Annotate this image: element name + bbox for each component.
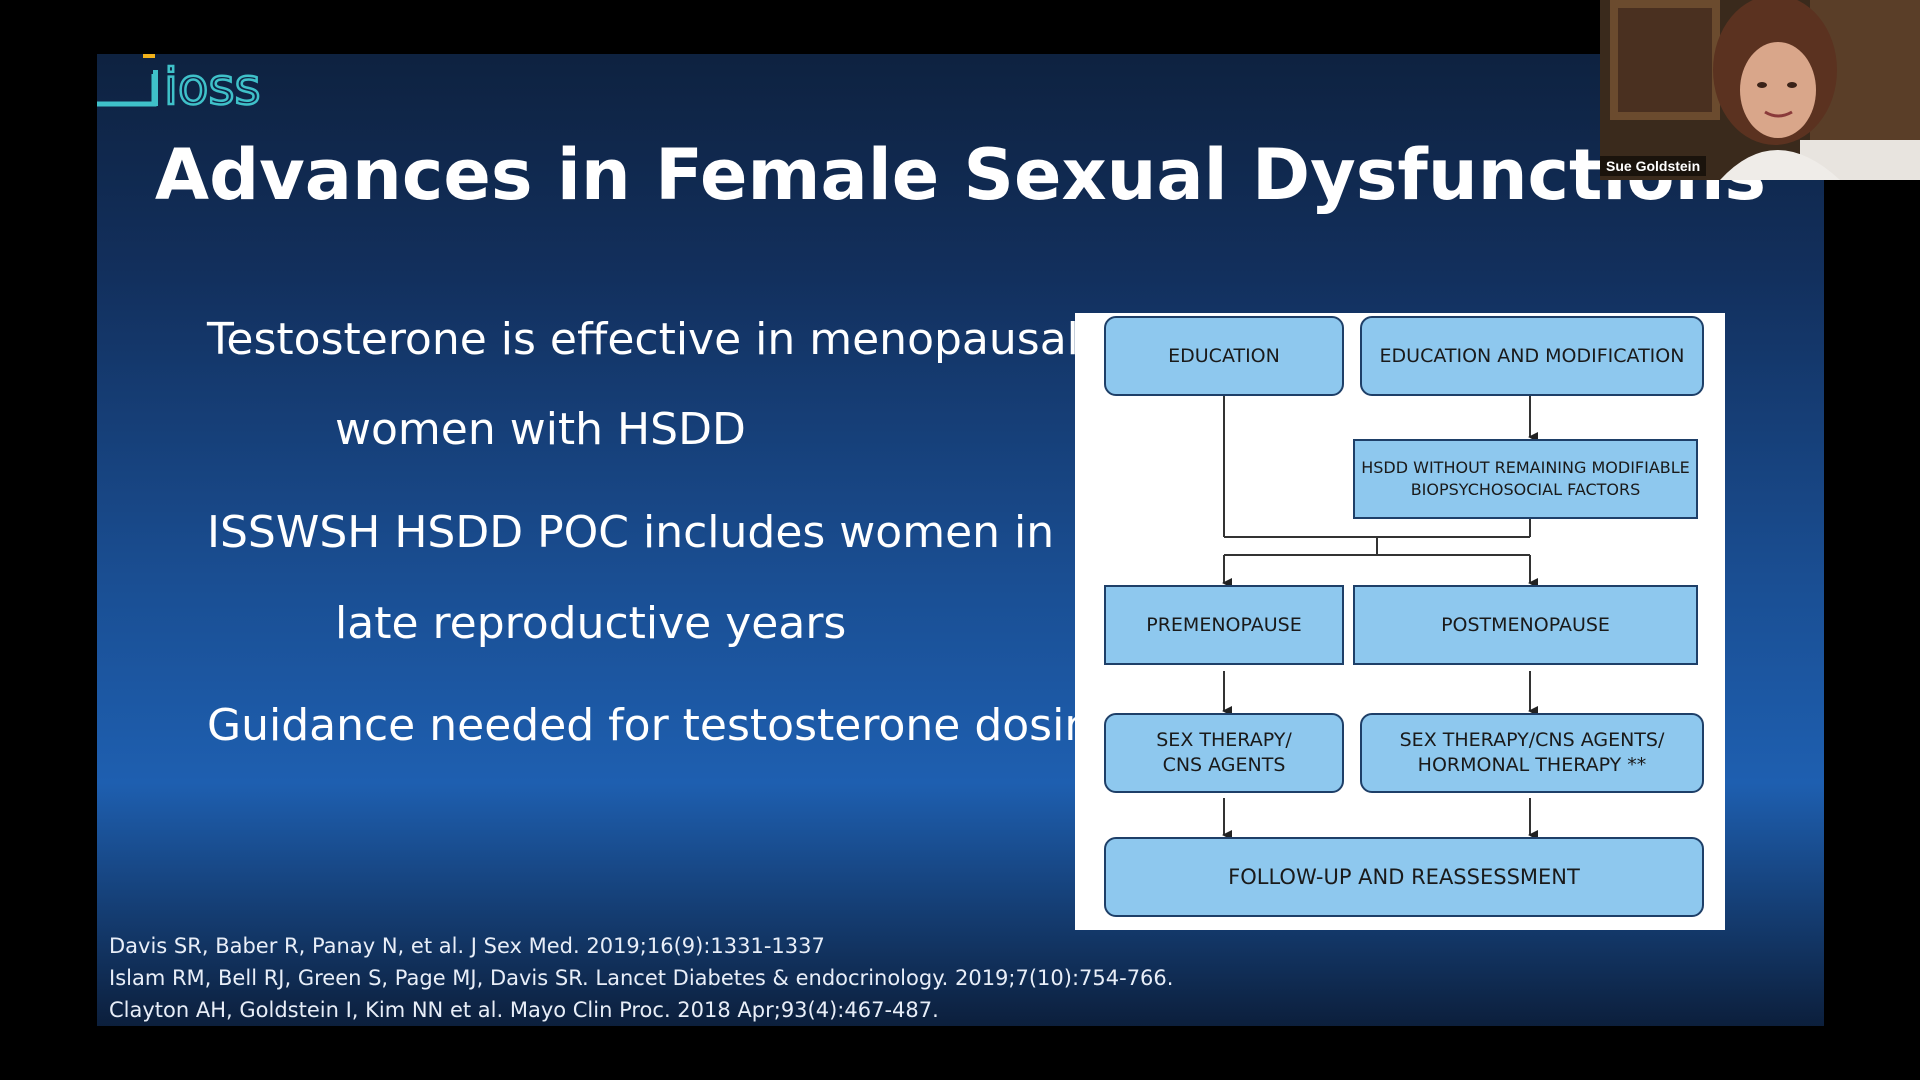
presentation-slide: ioss Advances in Female Sexual Dysfuncti…: [97, 54, 1824, 1026]
postmenopause-label: POSTMENOPAUSE: [1441, 613, 1610, 636]
premenopause-therapy-line-2: CNS AGENTS: [1162, 754, 1286, 776]
bullet-2-line-1: ISSWSH HSDD POC includes women in: [207, 507, 1055, 558]
postmenopause-box: POSTMENOPAUSE: [1353, 585, 1698, 665]
premenopause-therapy-line-1: SEX THERAPY/: [1156, 729, 1292, 751]
hsdd-factors-line-2: BIOPSYCHOSOCIAL FACTORS: [1410, 480, 1641, 499]
education-box: EDUCATION: [1104, 316, 1344, 396]
bullet-3-line-1: Guidance needed for testosterone dosing: [207, 700, 1121, 751]
postmenopause-therapy-line-1: SEX THERAPY/CNS AGENTS/: [1399, 729, 1665, 751]
premenopause-label: PREMENOPAUSE: [1146, 613, 1302, 636]
followup-box: FOLLOW-UP AND REASSESSMENT: [1104, 837, 1704, 917]
slide-title: Advances in Female Sexual Dysfunctions: [154, 134, 1767, 216]
participant-name: Sue Goldstein: [1600, 156, 1707, 176]
premenopause-therapy-box: SEX THERAPY/ CNS AGENTS: [1104, 713, 1344, 793]
hsdd-factors-box: HSDD WITHOUT REMAINING MODIFIABLE BIOPSY…: [1353, 439, 1698, 519]
bullet-1-line-2: women with HSDD: [335, 404, 746, 455]
reference-2: Islam RM, Bell RJ, Green S, Page MJ, Dav…: [109, 966, 1174, 990]
participant-video-tile[interactable]: Sue Goldstein: [1600, 0, 1920, 180]
postmenopause-therapy-box: SEX THERAPY/CNS AGENTS/ HORMONAL THERAPY…: [1360, 713, 1704, 793]
hsdd-factors-line-1: HSDD WITHOUT REMAINING MODIFIABLE: [1361, 458, 1690, 477]
participant-video-feed: [1600, 0, 1920, 180]
reference-1: Davis SR, Baber R, Panay N, et al. J Sex…: [109, 934, 825, 958]
education-modification-box: EDUCATION AND MODIFICATION: [1360, 316, 1704, 396]
bullet-1-line-1: Testosterone is effective in menopausal: [207, 314, 1079, 365]
postmenopause-therapy-line-2: HORMONAL THERAPY **: [1417, 754, 1647, 776]
hsdd-treatment-flowchart: EDUCATION EDUCATION AND MODIFICATION HSD…: [1075, 313, 1725, 930]
education-modification-label: EDUCATION AND MODIFICATION: [1379, 344, 1685, 367]
bullet-2-line-2: late reproductive years: [335, 598, 847, 649]
ioss-logo: ioss: [97, 54, 266, 126]
premenopause-box: PREMENOPAUSE: [1104, 585, 1344, 665]
reference-3: Clayton AH, Goldstein I, Kim NN et al. M…: [109, 998, 939, 1022]
references: Davis SR, Baber R, Panay N, et al. J Sex…: [109, 930, 1173, 1026]
logo-text: ioss: [164, 58, 261, 116]
flowchart-connectors: [1222, 393, 1538, 840]
education-label: EDUCATION: [1168, 344, 1280, 367]
followup-label: FOLLOW-UP AND REASSESSMENT: [1228, 864, 1580, 889]
